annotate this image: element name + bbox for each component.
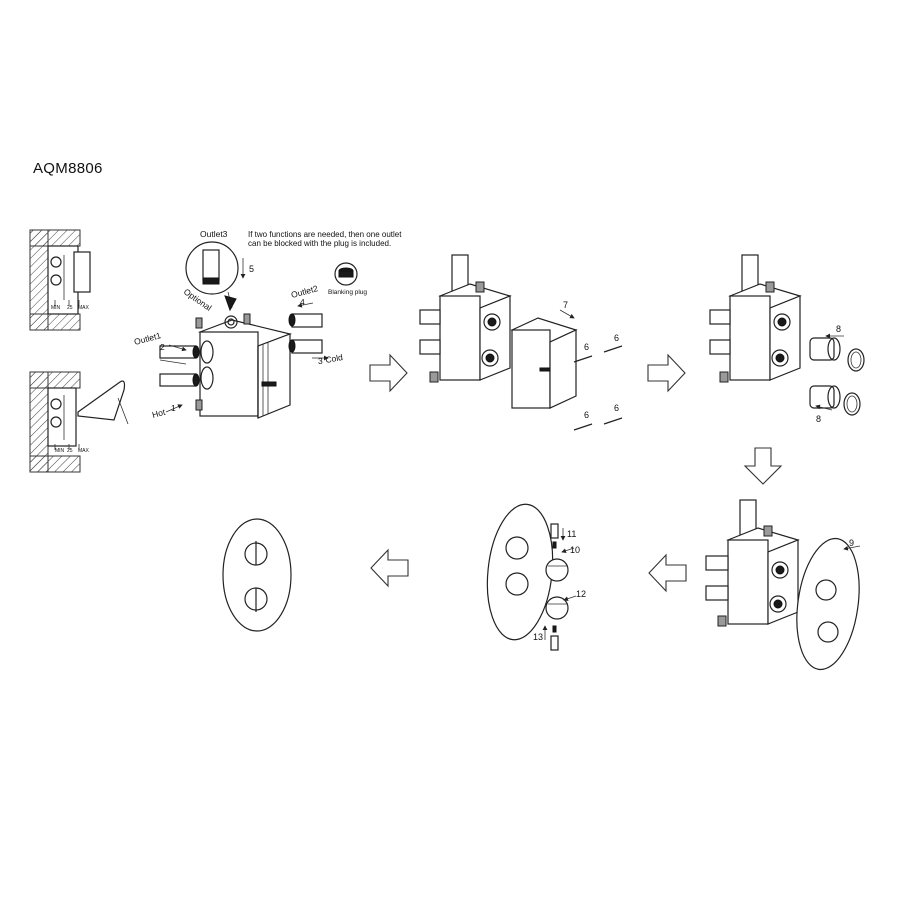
step-4-label: 4 [300, 297, 305, 307]
step-2-label: 2 [160, 342, 165, 352]
step-13-label: 13 [533, 632, 543, 642]
step-9-label: 9 [849, 538, 854, 548]
flow-arrow-left-1 [648, 553, 687, 593]
flow-arrow-right-1 [369, 353, 408, 393]
wall-depth-detail-bottom: MIN 25 MAX [29, 371, 129, 473]
step-6-label-d: 6 [614, 403, 619, 413]
step-fit-sleeves: 8 8 [709, 254, 865, 424]
note-line-1: If two functions are needed, then one ou… [248, 230, 402, 239]
step-remove-cover: 7 6 6 6 6 [419, 254, 623, 431]
step-8-label-a: 8 [836, 324, 841, 334]
flow-arrow-down [743, 447, 783, 485]
depth-label-25-2: 25 [67, 448, 73, 454]
flow-arrow-right-2 [647, 353, 686, 393]
outlet3-label: Outlet3 [200, 229, 228, 239]
final-assembled-trim [222, 518, 292, 632]
step-6-label-b: 6 [614, 333, 619, 343]
model-number: AQM8806 [33, 160, 103, 177]
depth-label-min-2: MIN [55, 448, 65, 454]
note-line-2: can be blocked with the plug is included… [248, 239, 391, 248]
step-7-label: 7 [563, 300, 568, 310]
plaster-guard-icon [77, 380, 126, 421]
step-connect-pipes: Outlet3 If two functions are needed, the… [133, 229, 402, 420]
step-11-label: 11 [567, 529, 576, 539]
depth-label-max: MAX [78, 305, 90, 311]
depth-label-25: 25 [67, 305, 73, 311]
hot-label: Hot [151, 407, 167, 420]
step-fit-handles: 11 10 12 13 [486, 503, 586, 651]
flow-arrow-left-2 [370, 548, 409, 588]
step-8-label-b: 8 [816, 414, 821, 424]
cold-label: Cold [325, 352, 344, 365]
outlet1-label: Outlet1 [133, 330, 162, 347]
blanking-plug-label: Blanking plug [328, 289, 367, 296]
wall-depth-detail-top: MIN 25 MAX [29, 229, 91, 331]
step-fit-cover-plate: 9 [705, 499, 861, 671]
depth-label-max-2: MAX [78, 448, 90, 454]
depth-label-min: MIN [51, 305, 61, 311]
step-1-label: 1 [171, 403, 176, 413]
step-10-label: 10 [570, 545, 580, 555]
step-3-label: 3 [318, 356, 323, 366]
step-5-label: 5 [249, 264, 254, 274]
step-12-label: 12 [576, 589, 586, 599]
step-6-label-a: 6 [584, 342, 589, 352]
step-6-label-c: 6 [584, 410, 589, 420]
